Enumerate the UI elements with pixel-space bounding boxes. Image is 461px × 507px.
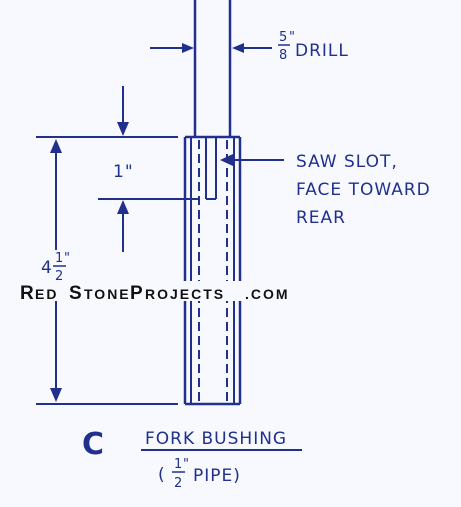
saw-slot-line1: SAW SLOT, — [296, 152, 398, 172]
drill-dimension-arrows — [150, 43, 272, 53]
part-fraction-num: 1 — [174, 457, 183, 472]
watermark: R ED S TONE P ROJECTS .COM — [18, 281, 316, 304]
watermark-tone: TONE — [84, 286, 131, 302]
drill-label: 5 " 8 DRILL — [278, 30, 349, 63]
extension-lines — [36, 136, 200, 405]
watermark-r: R — [20, 283, 36, 304]
watermark-ed: ED — [35, 286, 58, 302]
length-dimension: 4 1 " 2 — [40, 139, 72, 402]
part-inch: " — [183, 457, 190, 472]
length-inch: " — [64, 251, 71, 266]
saw-slot-line2: FACE TOWARD — [296, 180, 431, 200]
part-label: C FORK BUSHING ( 1 " 2 PIPE) — [82, 427, 302, 491]
drill-text: DRILL — [295, 41, 349, 61]
length-num: 1 — [55, 251, 64, 266]
slot-depth-label: 1" — [113, 162, 134, 182]
watermark-p: P — [130, 283, 145, 304]
slot-depth-dimension: 1" — [113, 86, 134, 252]
bushing-body — [183, 135, 242, 406]
saw-slot-line3: REAR — [296, 208, 346, 228]
part-paren: ( — [158, 465, 166, 485]
part-pipe: PIPE) — [193, 466, 241, 486]
saw-slot — [205, 138, 217, 200]
drill-inch-mark: " — [289, 30, 296, 45]
saw-slot-callout: SAW SLOT, FACE TOWARD REAR — [220, 152, 431, 228]
part-letter: C — [82, 427, 104, 462]
length-whole: 4 — [41, 258, 53, 278]
drill-bore-lines — [193, 0, 232, 138]
drill-fraction-den: 8 — [279, 48, 288, 63]
drill-fraction-num: 5 — [279, 30, 288, 45]
part-title: FORK BUSHING — [145, 429, 287, 449]
length-den: 2 — [55, 269, 64, 284]
part-fraction-den: 2 — [174, 476, 183, 491]
watermark-s: S — [69, 283, 84, 304]
watermark-rojects: ROJECTS — [145, 286, 225, 302]
watermark-com: .COM — [245, 286, 290, 302]
